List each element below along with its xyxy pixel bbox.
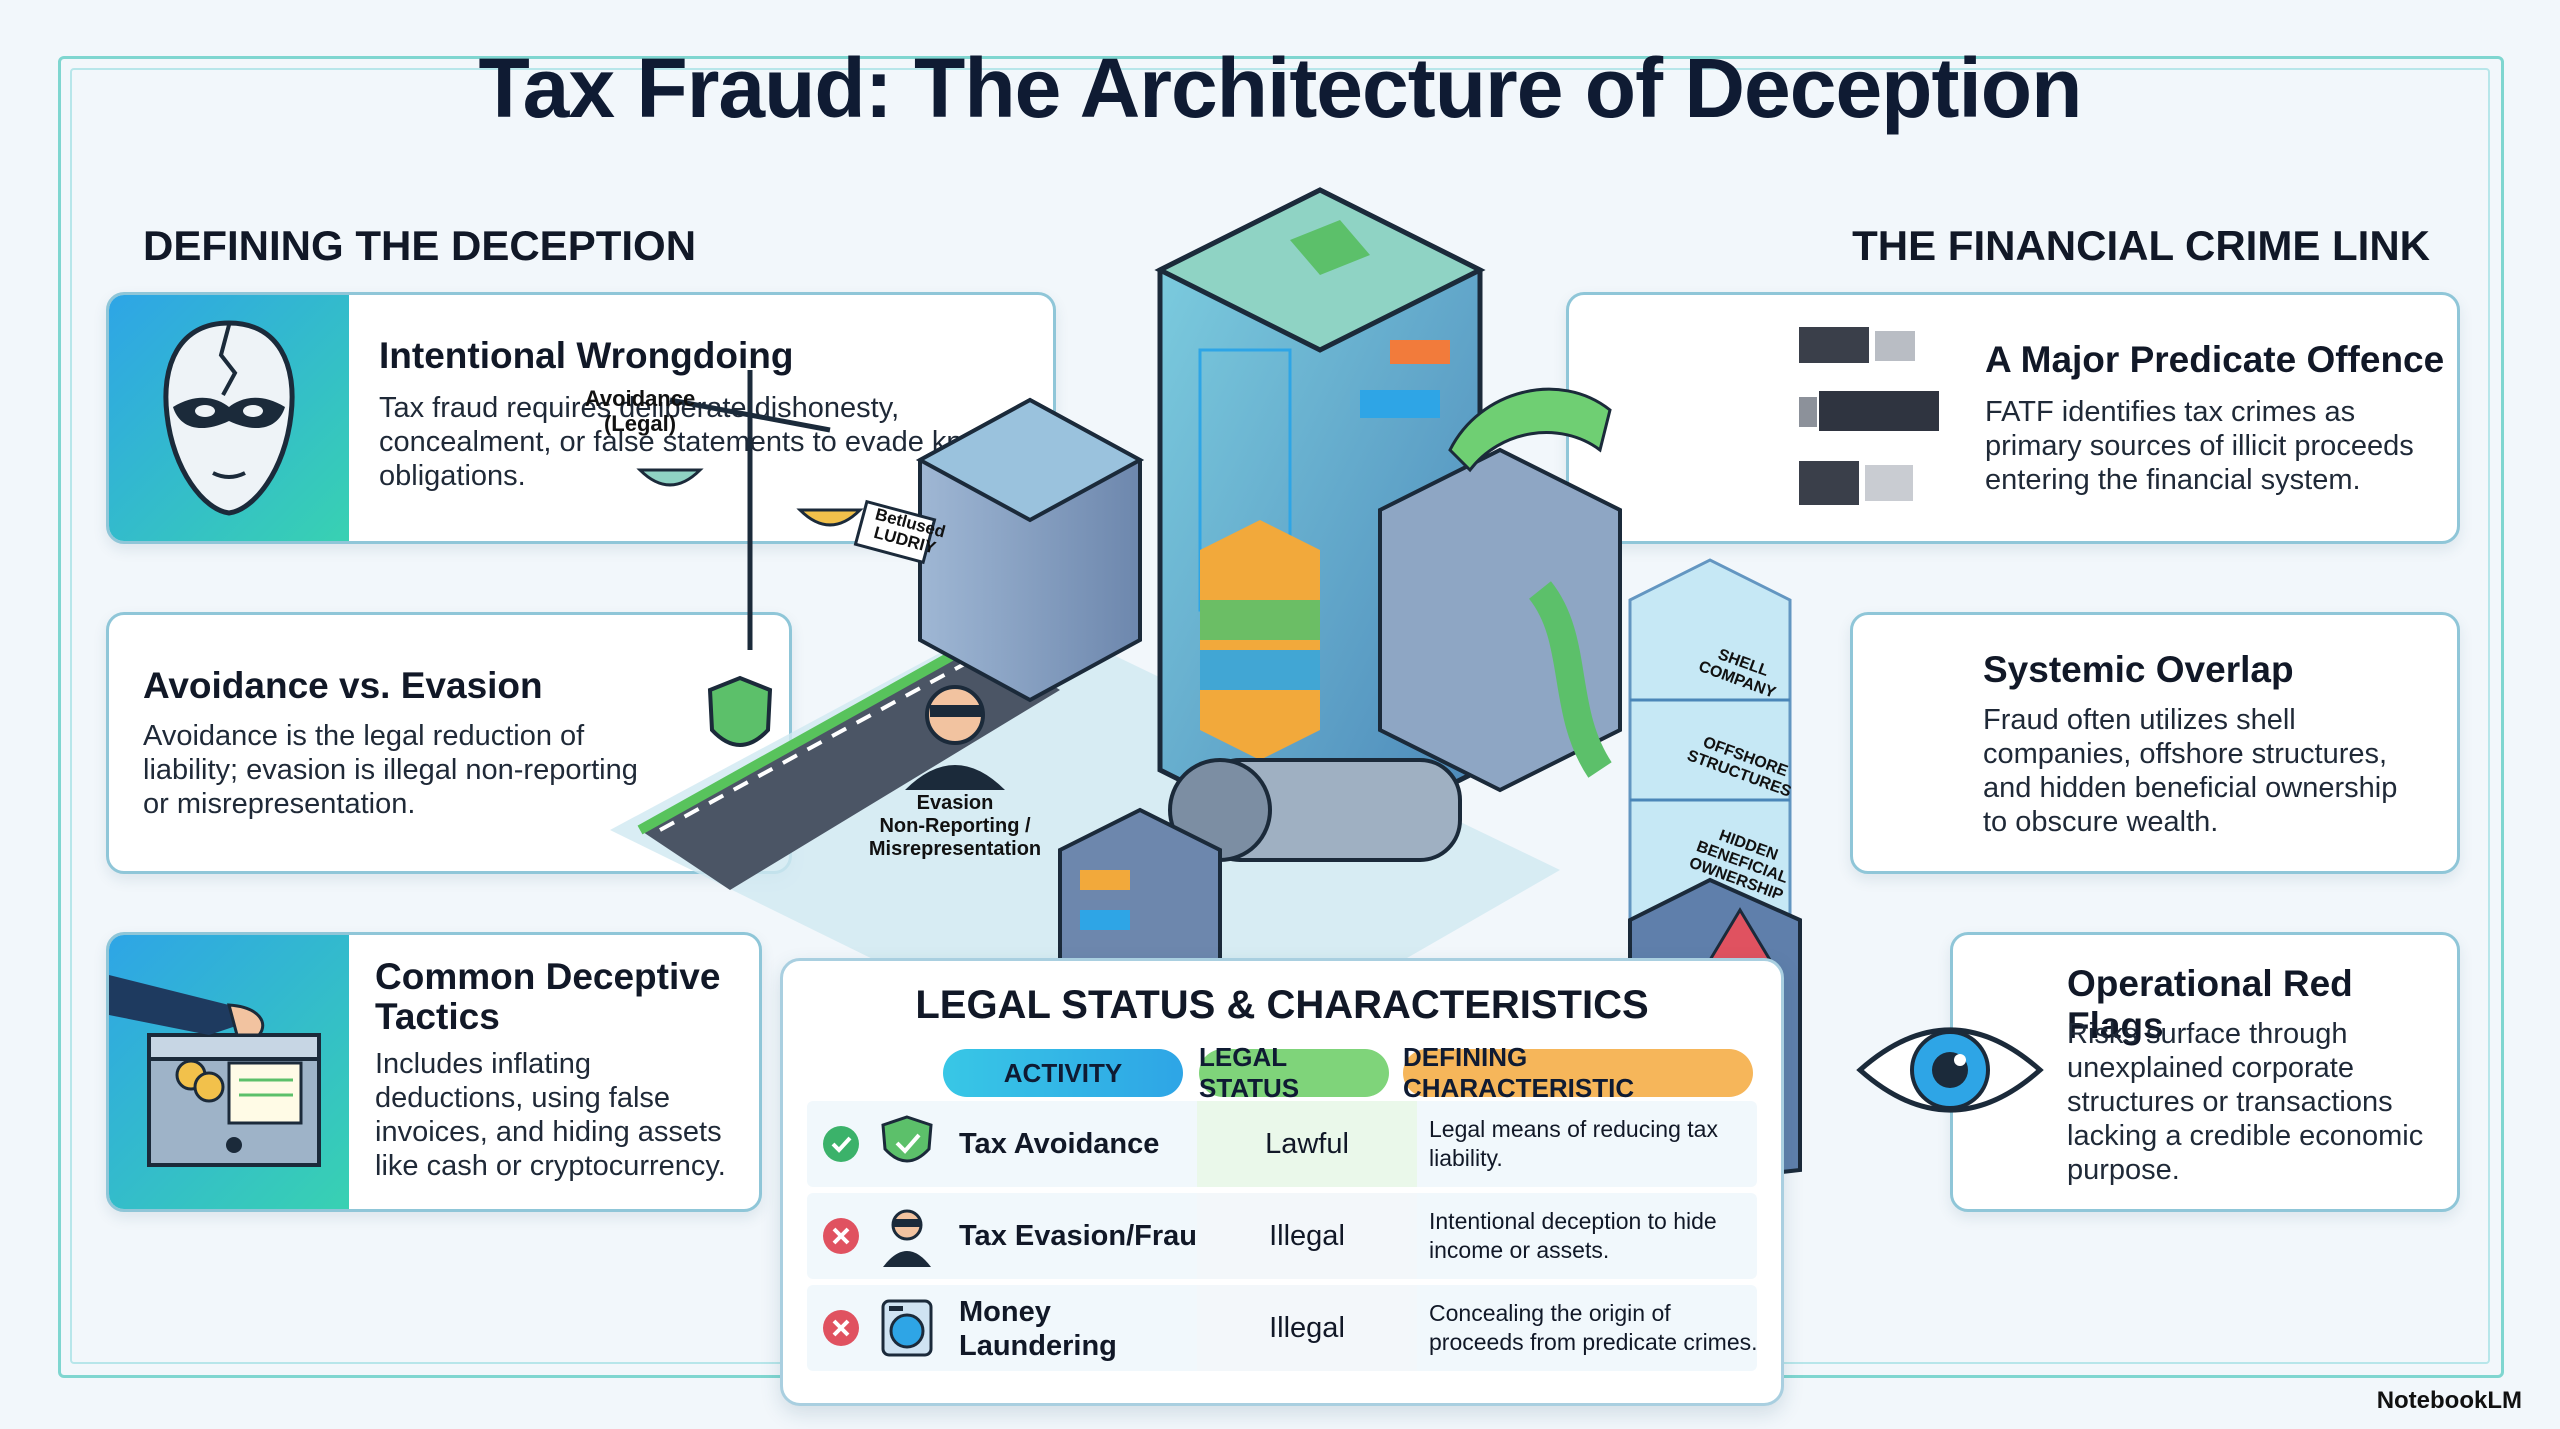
- hidden-cash-box-illustration: [109, 935, 349, 1209]
- characteristic-text: Intentional deception to hide income or …: [1429, 1208, 1717, 1263]
- left-section-heading: DEFINING THE DECEPTION: [143, 222, 697, 269]
- card-title: Operational Red Flags: [2067, 963, 2353, 1046]
- table-row: Tax Evasion/Fraud Illegal Intentional de…: [807, 1193, 1757, 1279]
- page-title: Tax Fraud: The Architecture of Deception: [478, 41, 2083, 135]
- table-row: Money Laundering Illegal Concealing the …: [807, 1285, 1758, 1371]
- legal-status-value: Illegal: [1197, 1285, 1417, 1371]
- card-text: Includes inflating deductions, using fal…: [375, 1048, 726, 1182]
- header-activity: ACTIVITY: [943, 1049, 1183, 1097]
- right-section-heading: THE FINANCIAL CRIME LINK: [1852, 222, 2430, 269]
- activity-name: Money Laundering: [959, 1296, 1117, 1362]
- shield-icon: [877, 1113, 937, 1175]
- evasion-label: Evasion Non-Reporting / Misrepresentatio…: [868, 792, 1042, 860]
- card-text: Avoidance is the legal reduction of liab…: [143, 720, 638, 820]
- card-title: Common Deceptive Tactics: [375, 956, 721, 1037]
- card-text: FATF identifies tax crimes as primary so…: [1985, 396, 2414, 496]
- card-text: Tax fraud requires deliberate dishonesty…: [379, 392, 1016, 492]
- card-text: Risks surface through unexplained corpor…: [2067, 1018, 2424, 1186]
- header-defining-characteristic: DEFINING CHARACTERISTIC: [1403, 1042, 1753, 1103]
- card-title: Avoidance vs. Evasion: [143, 665, 543, 706]
- characteristic-text: Legal means of reducing tax liability.: [1429, 1116, 1718, 1171]
- masked-figure-icon: [877, 1203, 937, 1269]
- card-predicate-offence: A Major Predicate Offence FATF identifie…: [1566, 292, 2460, 544]
- redacted-blocks-illustration: [1799, 317, 1979, 517]
- card-red-flags: Operational Red Flags Risks surface thro…: [1950, 932, 2460, 1212]
- mask-illustration: [109, 295, 349, 541]
- washing-machine-icon: [877, 1297, 937, 1359]
- card-intentional-wrongdoing: Intentional Wrongdoing Tax fraud require…: [106, 292, 1056, 544]
- card-deceptive-tactics: Common Deceptive Tactics Includes inflat…: [106, 932, 762, 1212]
- activity-name: Tax Avoidance: [959, 1128, 1160, 1160]
- card-title: Intentional Wrongdoing: [379, 335, 794, 376]
- avoidance-legal-label: Avoidance (Legal): [584, 386, 696, 436]
- table-row: Tax Avoidance Lawful Legal means of redu…: [807, 1101, 1757, 1187]
- card-title: Systemic Overlap: [1983, 649, 2294, 690]
- activity-name: Tax Evasion/Fraud: [959, 1220, 1215, 1252]
- card-avoidance-evasion: Avoidance vs. Evasion Avoidance is the l…: [106, 612, 792, 874]
- cross-icon: [823, 1218, 859, 1254]
- characteristic-text: Concealing the origin of proceeds from p…: [1429, 1300, 1758, 1355]
- cross-icon: [823, 1310, 859, 1346]
- notebooklm-logo: NotebookLM: [2376, 1387, 2522, 1414]
- legal-status-table: LEGAL STATUS & CHARACTERISTICS ACTIVITY …: [780, 958, 1784, 1406]
- card-systemic-overlap: Systemic Overlap Fraud often utilizes sh…: [1850, 612, 2460, 874]
- legal-status-value: Illegal: [1197, 1193, 1417, 1279]
- table-title: LEGAL STATUS & CHARACTERISTICS: [915, 983, 1649, 1027]
- check-icon: [823, 1126, 859, 1162]
- card-title: A Major Predicate Offence: [1985, 339, 2445, 380]
- card-text: Fraud often utilizes shell companies, of…: [1983, 704, 2398, 838]
- header-legal-status: LEGAL STATUS: [1199, 1042, 1389, 1103]
- legal-status-value: Lawful: [1197, 1101, 1417, 1187]
- eye-illustration: [1850, 980, 2050, 1160]
